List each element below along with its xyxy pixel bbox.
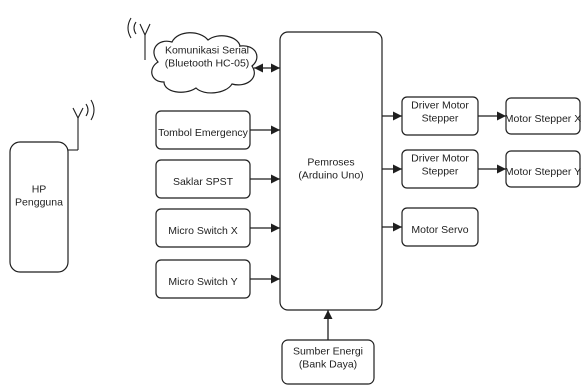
node-label-tombol: Tombol Emergency [158, 127, 249, 139]
node-stepper-y: Motor Stepper Y [505, 150, 581, 188]
node-label-line: Tombol Emergency [158, 127, 249, 139]
node-label-line: HP [32, 183, 47, 195]
node-label-line: Komunikasi Serial [165, 44, 249, 56]
node-label-line: Stepper [422, 165, 459, 177]
node-label-sumber: Sumber Energi(Bank Daya) [293, 345, 363, 370]
node-label-line: Driver Motor [411, 99, 469, 111]
node-label-servo: Motor Servo [411, 224, 468, 236]
node-pemroses: Pemroses(Arduino Uno) [279, 31, 383, 311]
node-label-line: Pemroses [307, 156, 354, 168]
node-label-line: Sumber Energi [293, 345, 363, 357]
node-tombol: Tombol Emergency [155, 110, 251, 150]
node-sumber: Sumber Energi(Bank Daya) [281, 339, 375, 385]
node-saklar: Saklar SPST [155, 159, 251, 199]
node-label-pemroses: Pemroses(Arduino Uno) [298, 156, 363, 181]
node-label-line: Micro Switch Y [168, 276, 237, 288]
node-label-line: Stepper [422, 112, 459, 124]
node-label-line: (Arduino Uno) [298, 169, 363, 181]
node-komunikasi: Komunikasi Serial(Bluetooth HC-05) [151, 32, 258, 94]
node-label-stepper_x: Motor Stepper X [505, 113, 581, 125]
node-label-line: Motor Stepper Y [505, 166, 581, 178]
node-ms-x: Micro Switch X [155, 208, 251, 248]
node-label-line: Micro Switch X [168, 225, 237, 237]
node-label-line: (Bank Daya) [299, 358, 357, 370]
node-ms-y: Micro Switch Y [155, 259, 251, 299]
node-label-komunikasi: Komunikasi Serial(Bluetooth HC-05) [165, 44, 250, 69]
node-label-line: Driver Motor [411, 152, 469, 164]
antenna-icon-komunikasi [127, 17, 151, 60]
node-label-stepper_y: Motor Stepper Y [505, 166, 581, 178]
node-label-line: Motor Servo [411, 224, 468, 236]
node-label-saklar: Saklar SPST [173, 176, 234, 188]
node-label-line: Saklar SPST [173, 176, 234, 188]
node-label-ms_y: Micro Switch Y [168, 276, 237, 288]
connections [250, 63, 506, 340]
node-label-line: Motor Stepper X [505, 113, 581, 125]
node-label-ms_x: Micro Switch X [168, 225, 237, 237]
node-servo: Motor Servo [401, 207, 479, 247]
node-label-line: (Bluetooth HC-05) [165, 57, 250, 69]
node-stepper-x: Motor Stepper X [505, 97, 581, 135]
node-label-line: Pengguna [15, 196, 63, 208]
antenna-icon-hp [68, 99, 95, 151]
